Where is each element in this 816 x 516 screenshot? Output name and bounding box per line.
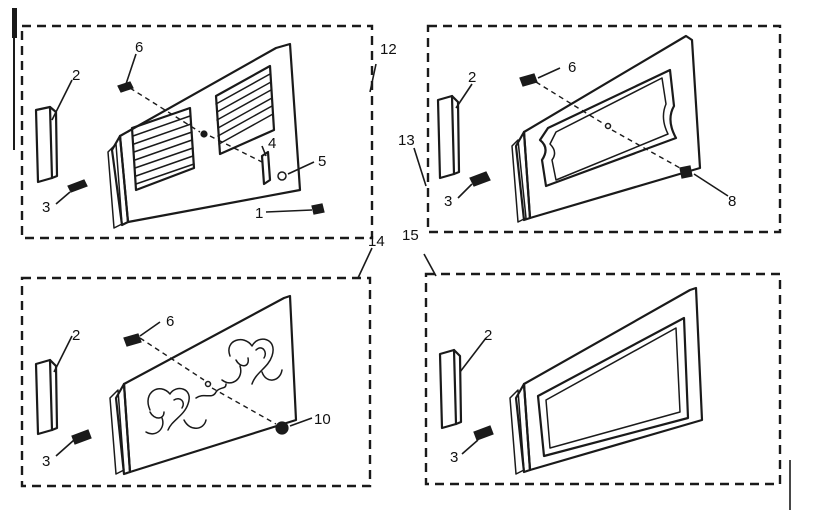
- part-louvered-panel: [107, 42, 302, 229]
- part-pin: [473, 425, 494, 441]
- callout-1: 1: [255, 205, 263, 222]
- assembly-frame: [424, 272, 782, 486]
- callout-2: 2: [72, 67, 80, 84]
- callout-13: 13: [398, 132, 415, 149]
- callout-14: 14: [368, 233, 385, 250]
- assembly-framed-panel: 2 6 13 3 8: [398, 24, 782, 234]
- part-end-cap: [436, 94, 461, 180]
- part-framed-door: [511, 34, 702, 223]
- callout-3: 3: [42, 453, 50, 470]
- assembly-frame: [426, 24, 782, 234]
- callout-5: 5: [318, 153, 326, 170]
- part-scroll-door: [109, 294, 298, 476]
- assembly-frame: [20, 276, 372, 488]
- part-nut: [679, 165, 693, 179]
- assembly-line: [535, 81, 681, 169]
- assembly-line: [139, 337, 277, 425]
- scan-mark: [12, 8, 17, 38]
- part-nut: [311, 203, 325, 215]
- part-open-frame: [509, 286, 704, 475]
- assembly-line: [129, 87, 263, 163]
- callout-4: 4: [268, 135, 276, 152]
- callout-3: 3: [42, 199, 50, 216]
- part-screw: [123, 333, 142, 347]
- part-washer: [277, 171, 287, 181]
- part-screw: [519, 73, 538, 87]
- callout-6: 6: [568, 59, 576, 76]
- part-end-cap: [34, 105, 59, 184]
- part-pin: [469, 171, 491, 187]
- callout-2: 2: [484, 327, 492, 344]
- callout-12: 12: [380, 41, 397, 58]
- callout-8: 8: [728, 193, 736, 210]
- part-pin: [67, 179, 88, 193]
- assembly-scroll-panel: 2 6 3 10 14: [20, 233, 385, 488]
- callout-6: 6: [135, 39, 143, 56]
- part-pin: [71, 429, 92, 445]
- assembly-open-frame: 2 3 15: [402, 227, 791, 510]
- part-end-cap: [438, 348, 463, 430]
- part-end-cap: [34, 358, 59, 436]
- callout-15: 15: [402, 227, 419, 244]
- callout-2: 2: [468, 69, 476, 86]
- callout-10: 10: [314, 411, 331, 428]
- assembly-louvered-grille: 2 6 3 4 5 1 12: [20, 24, 397, 240]
- callout-3: 3: [444, 193, 452, 210]
- callout-6: 6: [166, 313, 174, 330]
- part-knob: [260, 150, 272, 186]
- callout-2: 2: [72, 327, 80, 344]
- part-knob: [275, 421, 289, 435]
- callout-3: 3: [450, 449, 458, 466]
- assembly-frame: [20, 24, 374, 240]
